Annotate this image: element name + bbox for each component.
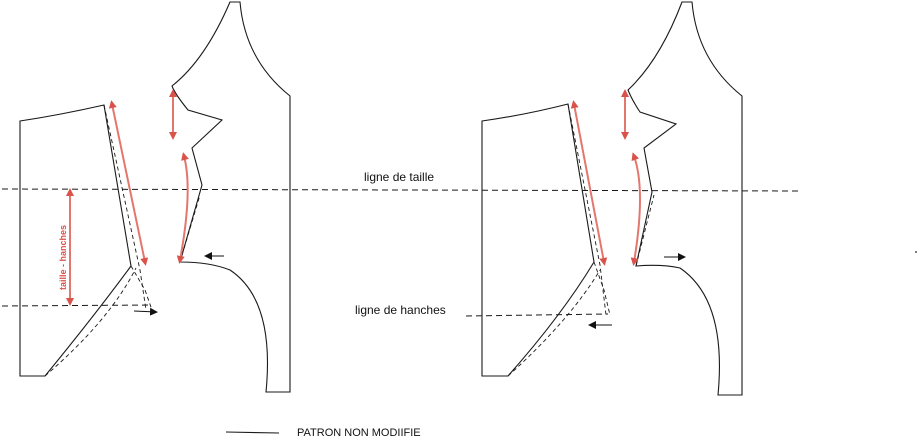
waist-hip-label: taille - hanches — [58, 225, 68, 290]
right-front-panel — [481, 103, 611, 377]
left-red-arrow-side — [176, 152, 189, 264]
left-front-panel — [19, 104, 153, 377]
left-red-arrow-front — [108, 100, 149, 266]
hip-line-label: ligne de hanches — [355, 303, 446, 317]
right-side-panel — [627, 1, 743, 396]
right-red-arrow-front — [570, 100, 608, 266]
right-red-arrow-side — [630, 152, 641, 266]
left-side-panel — [171, 1, 291, 393]
waist-line-label: ligne de taille — [364, 170, 434, 184]
hip-guide-line-left — [1, 304, 153, 307]
legend-label: PATRON NON MODIIFIE — [297, 427, 421, 439]
hip-guide-line-right — [465, 313, 609, 317]
legend-line-sample — [225, 431, 280, 434]
waist-guide-line — [1, 188, 799, 192]
left-black-arrow-hip — [133, 307, 158, 316]
